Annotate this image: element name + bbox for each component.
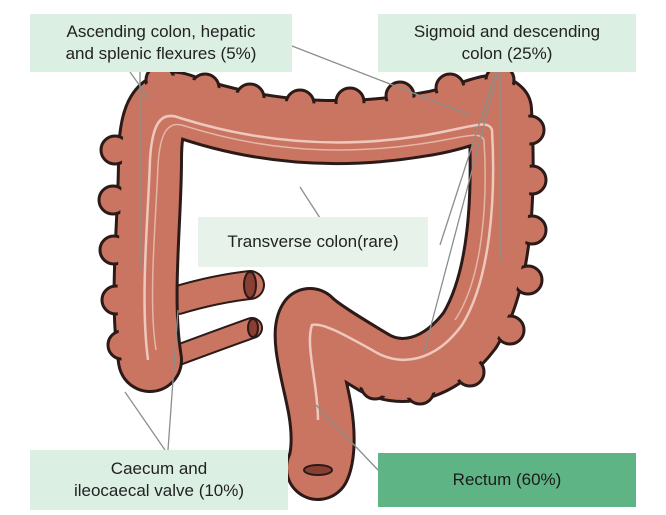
leader-rectum xyxy=(315,404,379,471)
label-ascending-colon: Ascending colon, hepatic and splenic fle… xyxy=(30,14,292,72)
leader-sigmoid-2 xyxy=(423,71,499,353)
anal-opening xyxy=(303,464,333,476)
leader-ascending-3 xyxy=(291,45,471,116)
large-intestine xyxy=(97,64,548,501)
label-transverse-colon: Transverse colon(rare) xyxy=(198,217,428,267)
leader-transverse xyxy=(299,186,321,219)
ileum-opening-upper xyxy=(243,271,257,299)
label-rectum: Rectum (60%) xyxy=(378,453,636,507)
leader-caecum-1 xyxy=(124,391,166,451)
label-sigmoid-descending-colon: Sigmoid and descending colon (25%) xyxy=(378,14,636,72)
leader-lines xyxy=(124,45,501,471)
leader-caecum-2 xyxy=(167,309,179,451)
leader-sigmoid-3 xyxy=(439,71,497,246)
label-caecum: Caecum and ileocaecal valve (10%) xyxy=(30,450,288,510)
taenia-stripe xyxy=(143,114,495,421)
